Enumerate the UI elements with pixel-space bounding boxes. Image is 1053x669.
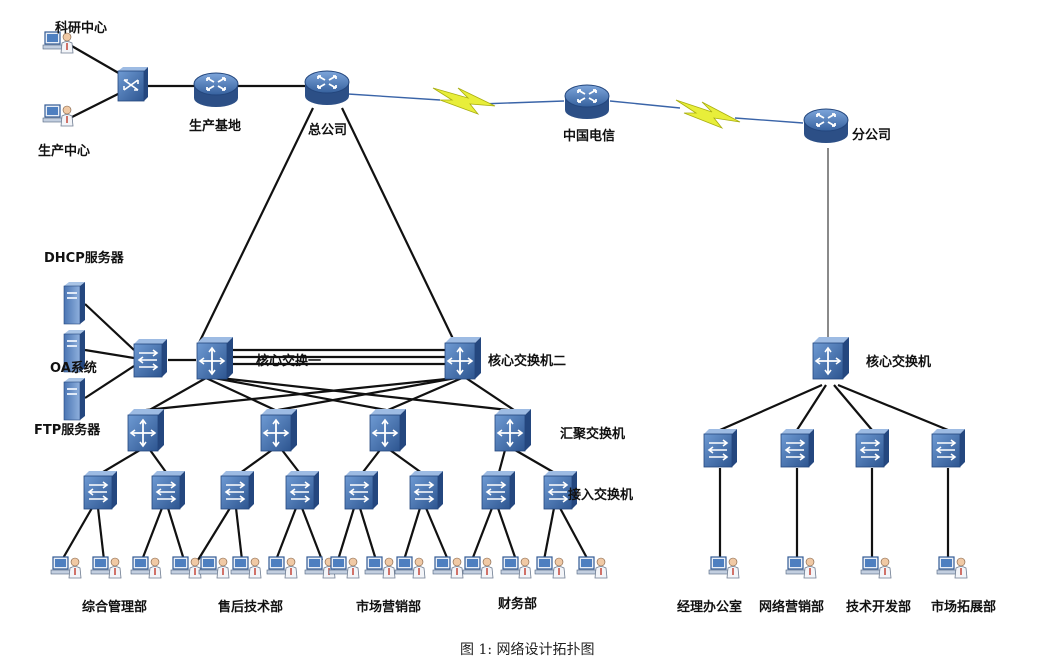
pc-icon [534, 556, 566, 579]
edge-switch-icon [117, 66, 149, 102]
branch-core-switch-icon [812, 336, 850, 380]
label-branch-core-switch: 核心交换机 [866, 354, 931, 370]
branch-router-icon [803, 108, 849, 144]
pc-icon [500, 556, 532, 579]
label-research-center: 科研中心 [55, 20, 107, 36]
label-branch-department: 市场拓展部 [931, 599, 996, 615]
production-base-router-icon [193, 72, 239, 108]
access-switch-icon [151, 470, 186, 510]
dhcp-server-icon [63, 281, 86, 325]
pc-icon [576, 556, 608, 579]
access-switch-icon [344, 470, 379, 510]
aggregation-switch-icon [369, 408, 407, 452]
label-production-center: 生产中心 [38, 143, 90, 159]
access-switch-icon [409, 470, 444, 510]
production-pc-icon [42, 104, 74, 127]
label-core-switch-2: 核心交换机二 [488, 353, 566, 369]
label-telecom: 中国电信 [563, 128, 615, 144]
label-aggregation-switch: 汇聚交换机 [560, 426, 625, 442]
branch-access-switch-icon [855, 428, 890, 468]
core-switch-2-icon [444, 336, 482, 380]
label-dhcp-server: DHCP服务器 [44, 250, 125, 266]
wan-lightning-icon [675, 99, 741, 129]
label-branch: 分公司 [852, 127, 891, 143]
label-department: 综合管理部 [82, 599, 147, 615]
figure-caption: 图 1: 网络设计拓扑图 [460, 642, 595, 658]
pc-icon [785, 556, 817, 579]
pc-icon [860, 556, 892, 579]
pc-icon [936, 556, 968, 579]
aggregation-switch-icon [494, 408, 532, 452]
pc-icon [170, 556, 202, 579]
access-switch-icon [83, 470, 118, 510]
label-department: 财务部 [498, 596, 537, 612]
access-switch-icon [481, 470, 516, 510]
wan-lightning-icon [432, 87, 496, 115]
aggregation-switch-icon [127, 408, 165, 452]
pc-icon [50, 556, 82, 579]
label-branch-department: 网络营销部 [759, 599, 824, 615]
aggregation-switch-icon [260, 408, 298, 452]
branch-access-switch-icon [931, 428, 966, 468]
server-switch-icon [133, 338, 168, 378]
ftp-server-icon [63, 377, 86, 421]
label-branch-department: 技术开发部 [846, 599, 911, 615]
core-switch-1-icon [196, 336, 234, 380]
labels: 科研中心 生产中心 生产基地 总公司 中国电信 分公司 DHCP服务器 OA系统… [34, 20, 996, 658]
pc-icon [364, 556, 396, 579]
pc-icon [394, 556, 426, 579]
access-switch-icon [220, 470, 255, 510]
pc-icon [90, 556, 122, 579]
access-switch-icon [285, 470, 320, 510]
label-access-switch: 接入交换机 [568, 487, 633, 503]
wan-links [432, 87, 741, 129]
pc-icon [230, 556, 262, 579]
label-core-switch-1: 核心交换一 [256, 353, 321, 369]
label-production-base: 生产基地 [189, 118, 241, 134]
label-hq: 总公司 [308, 122, 347, 138]
label-department: 市场营销部 [356, 599, 421, 615]
label-branch-department: 经理办公室 [677, 599, 742, 615]
label-ftp-server: FTP服务器 [34, 422, 101, 438]
pc-icon [266, 556, 298, 579]
pc-icon [432, 556, 464, 579]
pc-icon [462, 556, 494, 579]
branch-access-switch-icon [703, 428, 738, 468]
label-department: 售后技术部 [218, 599, 283, 615]
pc-icon [198, 556, 230, 579]
links [61, 44, 950, 561]
branch-access-switch-icon [780, 428, 815, 468]
telecom-router-icon [564, 84, 610, 120]
pc-icon [708, 556, 740, 579]
label-oa-system: OA系统 [50, 360, 97, 376]
pc-icon [130, 556, 162, 579]
hq-router-icon [304, 70, 350, 106]
